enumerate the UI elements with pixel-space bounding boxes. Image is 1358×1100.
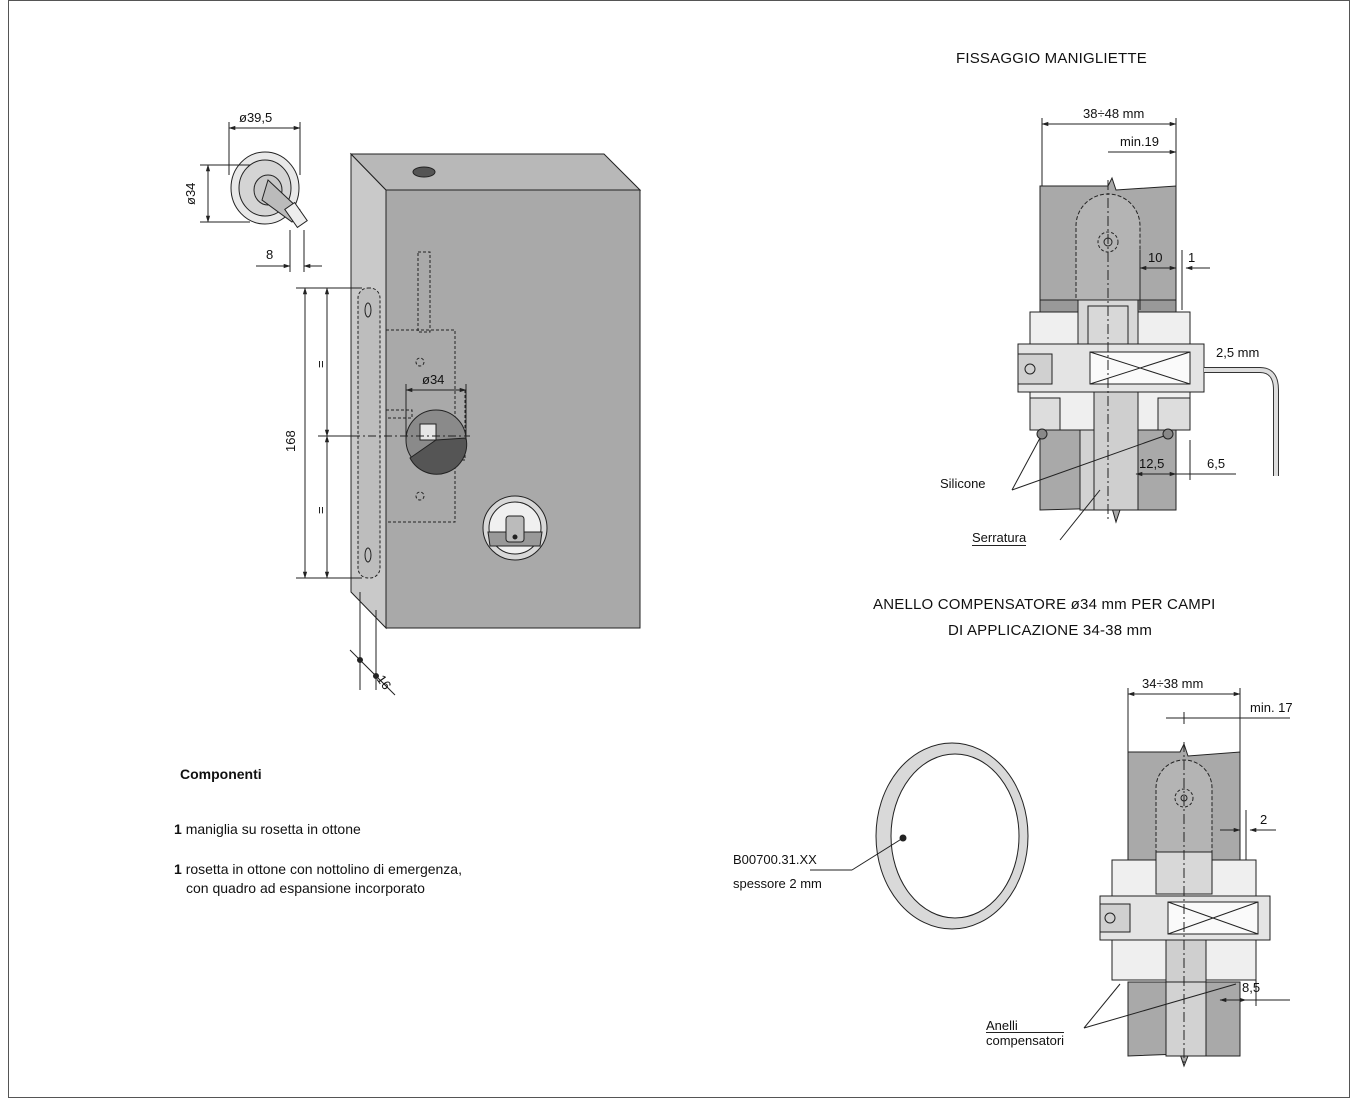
dim-1: 1 bbox=[1188, 250, 1196, 265]
dim-12-5: 12,5 bbox=[1139, 456, 1165, 471]
component-item: con quadro ad espansione incorporato bbox=[186, 879, 425, 897]
dim-range-38-48: 38÷48 mm bbox=[1083, 106, 1145, 121]
component-text: rosetta in ottone con nottolino di emerg… bbox=[185, 861, 462, 877]
label-silicone: Silicone bbox=[940, 476, 986, 491]
dim-hex-key: 2,5 mm bbox=[1216, 345, 1260, 360]
dim-min-17: min. 17 bbox=[1250, 700, 1293, 715]
knob-detail bbox=[230, 151, 308, 229]
label-compensatori: compensatori bbox=[986, 1032, 1065, 1048]
dim-equal-lower: = bbox=[313, 506, 328, 514]
component-item: 1 maniglia su rosetta in ottone bbox=[174, 820, 361, 838]
ring-title-line2: DI APPLICAZIONE 34-38 mm bbox=[948, 622, 1153, 639]
dim-range-34-38: 34÷38 mm bbox=[1142, 676, 1204, 691]
component-qty: 1 bbox=[174, 861, 182, 877]
drawing-frame bbox=[8, 0, 1350, 1098]
dim-168: 168 bbox=[283, 430, 298, 452]
dim-diameter-34-rose: ø34 bbox=[422, 372, 445, 387]
component-text: maniglia su rosetta in ottone bbox=[185, 821, 361, 837]
component-text: con quadro ad espansione incorporato bbox=[186, 880, 425, 896]
label-ring-code: B00700.31.XX bbox=[733, 852, 817, 867]
label-ring-thickness: spessore 2 mm bbox=[733, 876, 822, 891]
dim-6-5: 6,5 bbox=[1207, 456, 1226, 471]
dim-10: 10 bbox=[1148, 250, 1163, 265]
dim-8: 8 bbox=[266, 247, 274, 262]
dim-diameter-34-knob: ø34 bbox=[183, 182, 198, 205]
component-qty: 1 bbox=[174, 821, 182, 837]
dim-2: 2 bbox=[1260, 812, 1268, 827]
dim-diameter-39-5: ø39,5 bbox=[239, 110, 273, 125]
label-anelli: Anelli bbox=[986, 1018, 1018, 1033]
dim-min-19: min.19 bbox=[1120, 134, 1160, 149]
dim-equal-upper: = bbox=[313, 360, 328, 368]
dim-8-5: 8,5 bbox=[1242, 980, 1261, 995]
component-item: 1 rosetta in ottone con nottolino di eme… bbox=[174, 860, 462, 878]
label-serratura: Serratura bbox=[972, 530, 1027, 546]
components-title: Componenti bbox=[180, 766, 262, 782]
ring-title-line1: ANELLO COMPENSATORE ø34 mm PER CAMPI bbox=[873, 596, 1216, 613]
fixing-title: FISSAGGIO MANIGLIETTE bbox=[956, 50, 1147, 67]
